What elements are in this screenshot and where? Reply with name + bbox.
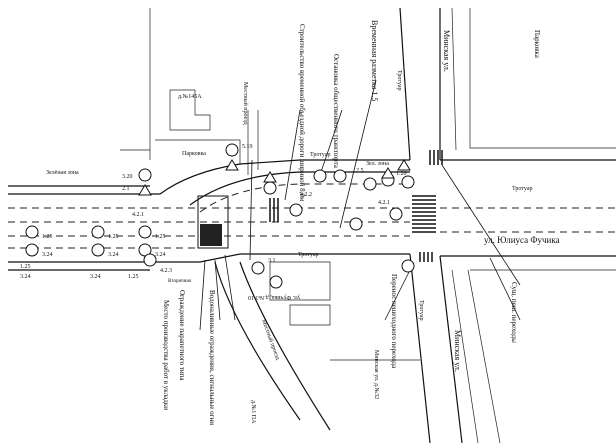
sign-marker [289, 203, 303, 217]
sign-marker [143, 253, 157, 267]
sign-marker [251, 261, 265, 275]
sign-label: 3.24 [108, 252, 119, 258]
trotuar-center-label: Тротуар [298, 252, 318, 258]
text-labels: Минская ул. Парковка Временная разметка … [46, 20, 560, 425]
trotuar-bottom-label: Тротуар [418, 300, 424, 320]
sign-marker [333, 169, 347, 183]
barrier-box [197, 195, 229, 249]
sign-label: 1.20 [396, 171, 407, 177]
sign-label: 3.24 [155, 252, 166, 258]
ostanovka-label: Остановка общественного транспорта [332, 54, 340, 169]
lane-markings [8, 207, 616, 249]
parkovka-top-label: Парковка [533, 30, 541, 59]
sign-label: 4.2.1 [132, 212, 144, 218]
sign-labels: 1.25 3.24 1.25 3.24 4.2.1 1.25 3.24 5.19… [20, 144, 407, 280]
sign-label: 1.25 [42, 234, 53, 240]
sign-label: 1.25 [128, 274, 139, 280]
vremennaya-label: Временная разметка 1.5 [370, 20, 379, 101]
sign-marker [25, 243, 39, 257]
mestnyy-bottom-label: Местный проезд [260, 318, 281, 360]
perenos-label: Перенос пешеходного перехода [390, 274, 398, 369]
sign-label: 4.2.3 [160, 268, 172, 274]
sign-label: 4.2.2 [300, 192, 312, 198]
sign-marker [91, 225, 105, 239]
ograzhdenie-label: Ограждение парапетного типа [178, 290, 186, 381]
minskaya-top-label: Минская ул. [442, 30, 451, 72]
fuchika-bld-label: ул. Фучика, д.№3 10 [248, 294, 300, 300]
leader-lines [199, 79, 521, 331]
sign-marker [349, 217, 363, 231]
sign-marker [91, 243, 105, 257]
sign-marker [263, 181, 277, 195]
sign-label: 3.20 [122, 174, 133, 180]
sign-label: 2.1 [122, 186, 130, 192]
trotuar-top-label: Тротуар [396, 70, 402, 90]
fuchika-label: ул. Юлиуса Фучика [484, 235, 560, 245]
sign-marker [138, 168, 152, 182]
sign-label: 3.1 [268, 258, 276, 264]
work-zone [200, 224, 222, 246]
sign-marker [269, 275, 283, 289]
sign-label: 1.25 [155, 234, 166, 240]
sign-marker [25, 225, 39, 239]
sush-perekhod-label: Сущ. пеш. переходы [510, 282, 518, 343]
trotuar-mid-label: Тротуар [310, 152, 330, 158]
mesto-label: Место производства работ в укладки [162, 300, 170, 410]
vodonalivnye-label: Водоналивные ограждения, сигнальные огни [208, 290, 216, 425]
sign-marker [138, 225, 152, 239]
zelenaya-label: Зелёная зона [46, 170, 79, 176]
sign-label: 3.24 [42, 252, 53, 258]
sign-marker [401, 175, 415, 189]
sign-label: 4.2.1 [378, 200, 390, 206]
crosswalk-markings [269, 150, 443, 262]
bypass-road [189, 171, 410, 213]
sign-marker [313, 169, 327, 183]
stroitelstvo-label: Строительство временной объездной дороги… [298, 24, 306, 202]
d145a-label: д.№145А [178, 94, 202, 100]
sign-label: 3.24 [90, 274, 101, 280]
sign-marker [389, 207, 403, 221]
road-signs [25, 143, 415, 289]
sign-marker [401, 259, 415, 273]
sign-label: 1.25 [108, 234, 119, 240]
mestnyy-label: Местный проезд [242, 82, 249, 125]
sign-label: 1.25 [20, 264, 31, 270]
road-outlines [8, 7, 616, 443]
sign-label: 3.24 [20, 274, 31, 280]
sign-label: 5.19 [242, 144, 253, 150]
triangle-signs [138, 159, 411, 196]
sign-label: 2.5 [356, 168, 364, 174]
d1-label: д.№1 ПА [250, 400, 256, 424]
minskaya-bld-label: Минская ул. д.№32 [373, 350, 379, 399]
parkovka-left-label: Парковка [182, 151, 206, 157]
zelen-mid-label: Зел. зона [366, 161, 389, 167]
minskaya-bottom-label: Минская ул. [453, 330, 462, 372]
vtorichnaya-label: Вторичная [168, 279, 192, 284]
trotuar-right-label: Тротуар [512, 186, 532, 192]
sign-marker [225, 143, 239, 157]
sign-marker [363, 177, 377, 191]
